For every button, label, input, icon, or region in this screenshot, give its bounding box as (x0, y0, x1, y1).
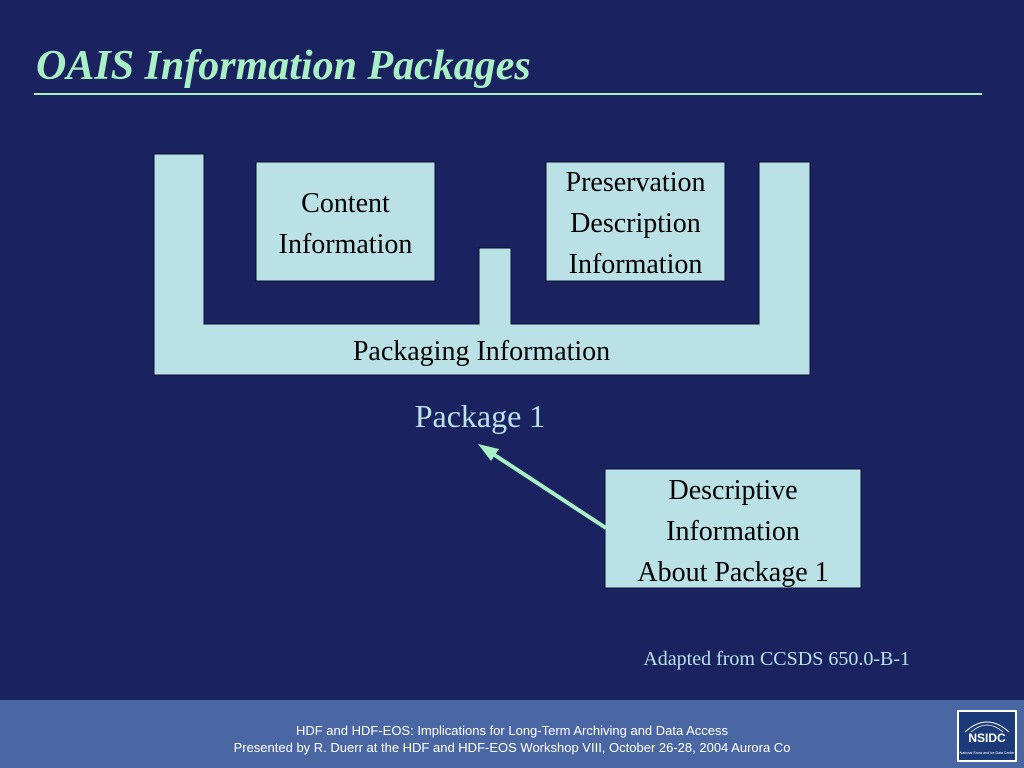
footer-line-1: HDF and HDF-EOS: Implications for Long-T… (295, 723, 729, 738)
packaging-information-shape (153, 153, 811, 376)
preservation-line-1: Preservation (565, 167, 706, 198)
descriptive-information-box (604, 468, 862, 589)
preservation-line-2: Description (570, 208, 701, 239)
footer-text: HDF and HDF-EOS: Implications for Long-T… (0, 722, 1024, 756)
descriptive-information-label: Descriptive Information About Package 1 (605, 470, 861, 593)
content-information-box (255, 161, 436, 282)
descriptive-line-3: About Package 1 (637, 557, 829, 588)
descriptive-line-2: Information (666, 516, 800, 547)
descriptive-line-1: Descriptive (668, 475, 798, 506)
preservation-line-3: Information (568, 249, 703, 280)
logo-wordmark: NSIDC (968, 731, 1006, 745)
footer-bar: HDF and HDF-EOS: Implications for Long-T… (0, 700, 1024, 768)
logo-subtext: National Snow and Ice Data Center (960, 751, 1016, 755)
descriptive-arrow-line (488, 450, 608, 530)
title-underline (34, 93, 982, 95)
preservation-description-label: Preservation Description Information (546, 162, 725, 285)
footer-line-2: Presented by R. Duerr at the HDF and HDF… (233, 740, 791, 755)
content-information-label: Content Information (256, 183, 435, 265)
source-credit: Adapted from CCSDS 650.0-B-1 (643, 648, 910, 670)
content-info-line-2: Information (278, 229, 413, 260)
preservation-description-box (545, 161, 726, 282)
nsidc-logo: NSIDC National Snow and Ice Data Center (957, 710, 1017, 762)
packaging-information-label: Packaging Information (352, 336, 611, 367)
slide-title: OAIS Information Packages (36, 43, 531, 89)
content-info-line-1: Content (301, 188, 390, 219)
package-1-label: Package 1 (414, 398, 546, 434)
arrow-head-icon (478, 444, 499, 461)
